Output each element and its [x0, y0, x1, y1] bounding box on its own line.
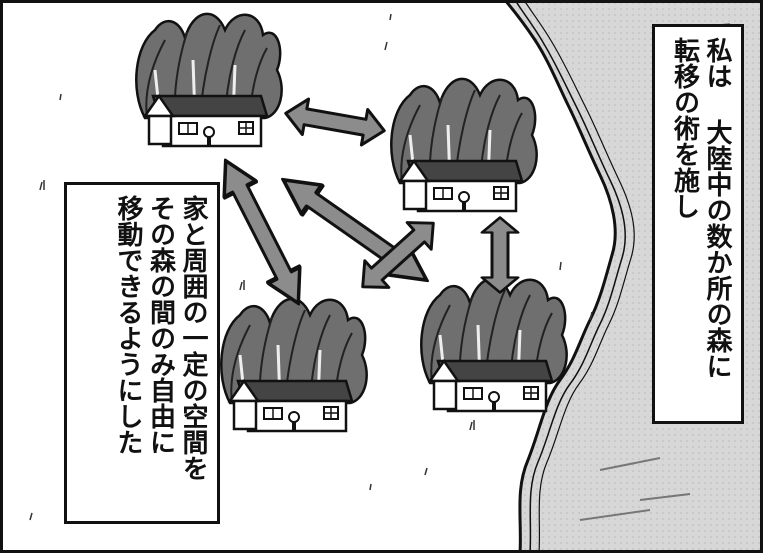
narration-line: 家と周囲の一定の空間を	[178, 195, 208, 481]
narration-line: 転移の術を施し	[669, 37, 700, 219]
narration-box-right: 私は 大陸中の数か所の森に 転移の術を施し	[652, 24, 744, 424]
narration-box-left: 家と周囲の一定の空間を その森の間のみ自由に 移動できるようにした	[64, 182, 220, 524]
narration-line: その森の間のみ自由に	[145, 195, 176, 455]
forest-house-icon	[389, 77, 539, 213]
forest-house-icon	[219, 297, 369, 433]
forest-house-icon	[134, 12, 284, 148]
narration-line: 私は 大陸中の数か所の森に	[702, 37, 732, 379]
forest-house-icon	[419, 277, 569, 413]
narration-line: 移動できるようにした	[113, 195, 143, 455]
